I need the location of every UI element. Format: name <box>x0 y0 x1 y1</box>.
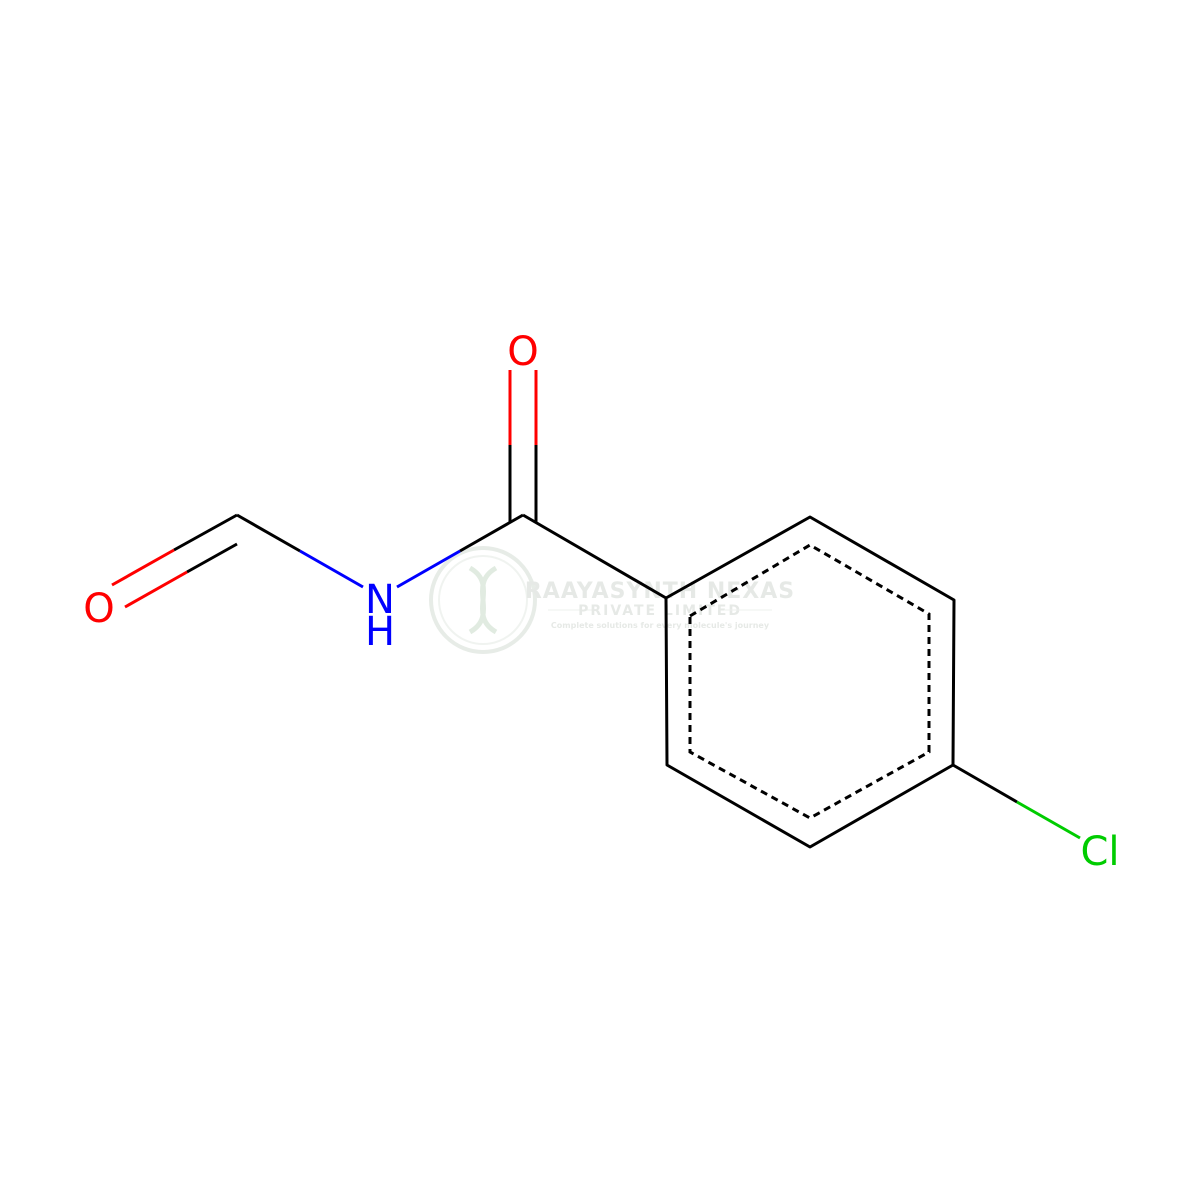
bond-formyl-co-inner-oxygen <box>124 570 188 609</box>
atom-labels: O N H O Cl <box>83 329 1119 875</box>
bond-formyl-co-outer-carbon <box>173 513 238 552</box>
atom-label-chlorine: Cl <box>1080 829 1119 875</box>
atom-label-carbonyl-oxygen: O <box>507 329 538 375</box>
bonds <box>111 370 1081 849</box>
benzene-ring-outer <box>664 515 956 849</box>
watermark: RAAYASYNTH NEXAS PRIVATE LIMITED Complet… <box>429 546 795 654</box>
watermark-dna-icon <box>468 565 498 635</box>
bond-formyl-c-n-carbon <box>236 513 301 553</box>
watermark-tagline: Complete solutions for every molecule's … <box>551 621 770 630</box>
bond-n-carbonyl-nitrogen <box>396 549 461 589</box>
bond-formyl-c-n-nitrogen <box>299 549 364 589</box>
atom-label-nitrogen: N <box>365 577 395 623</box>
watermark-logo-inner <box>438 555 528 645</box>
watermark-subtitle: PRIVATE LIMITED <box>578 603 742 619</box>
bond-ring-cl-carbon <box>952 763 1018 804</box>
watermark-title: RAAYASYNTH NEXAS <box>525 579 795 604</box>
atom-label-formyl-oxygen: O <box>83 586 114 632</box>
bond-formyl-co-outer-oxygen <box>111 548 175 587</box>
bond-carbonyl-ring <box>522 513 667 600</box>
watermark-logo-ring <box>429 546 537 654</box>
bond-formyl-co-inner-carbon <box>186 542 238 574</box>
bond-n-carbonyl-carbon <box>459 513 524 553</box>
bond-ring-cl-chlorine <box>1016 800 1081 840</box>
benzene-ring-aromatic-dashes <box>688 543 931 820</box>
atom-label-hydrogen: H <box>365 609 395 655</box>
